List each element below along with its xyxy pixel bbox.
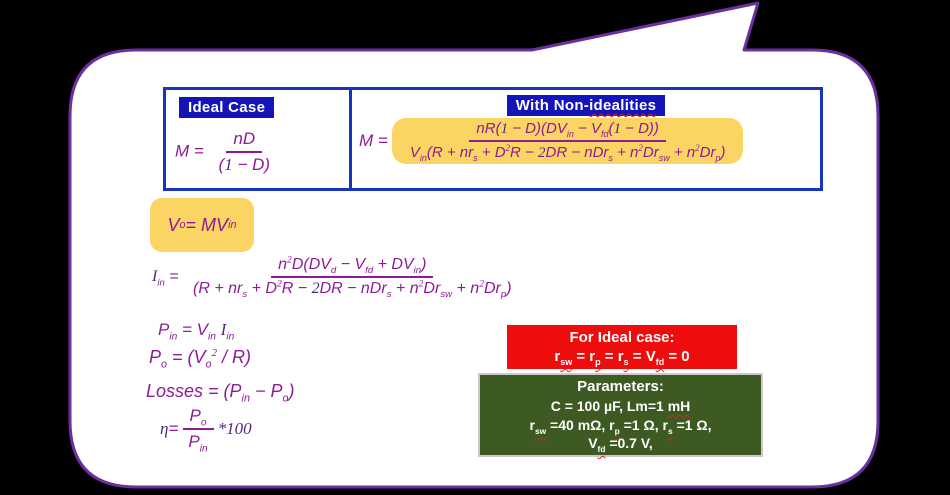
po-equation: Po = (Vo2 / R) xyxy=(149,347,251,371)
ideal-case-cell: Ideal Case M = nD(1 − D) xyxy=(166,90,352,188)
pin-equation: Pin = Vin Iin xyxy=(158,320,235,343)
ideal-case-note-title: For Ideal case: xyxy=(569,328,675,346)
iin-equation: Iin = n2D(DVd − Vfd + DVin)(R + nrs + D2… xyxy=(152,254,512,301)
comparison-table: Ideal Case M = nD(1 − D) With Non-ideali… xyxy=(163,87,823,191)
parameters-line: C = 100 µF, Lm=1 mH xyxy=(550,398,691,415)
ideal-case-header: Ideal Case xyxy=(179,97,275,118)
ideal-case-note: For Ideal case: rsw = rp = rs = Vfd = 0 xyxy=(507,325,737,369)
nonideal-gain-lhs: M = xyxy=(359,131,388,150)
parameters-box: Parameters: C = 100 µF, Lm=1 mH rsw =40 … xyxy=(478,373,763,457)
losses-equation: Losses = (Pin − Po) xyxy=(146,381,295,405)
nonideal-gain-formula-highlight: nR(1 − D)(DVin − Vfd(1 − D))Vin(R + nrs … xyxy=(391,118,744,164)
nonideal-case-header: With Non-idealities xyxy=(506,95,666,116)
parameters-title: Parameters: xyxy=(577,378,664,396)
ideal-case-note-body: rsw = rp = rs = Vfd = 0 xyxy=(554,348,690,367)
parameters-line: Vfd =0.7 V, xyxy=(588,435,653,454)
nonideal-case-cell: With Non-idealities M = nR(1 − D)(DVin −… xyxy=(352,90,820,188)
ideal-gain-formula: M = nD(1 − D) xyxy=(175,129,271,174)
nonideal-gain-row: M = nR(1 − D)(DVin − Vfd(1 − D))Vin(R + … xyxy=(352,118,820,164)
parameters-line: rsw =40 mΩ, rp =1 Ω, rs =1 Ω, xyxy=(529,416,712,436)
